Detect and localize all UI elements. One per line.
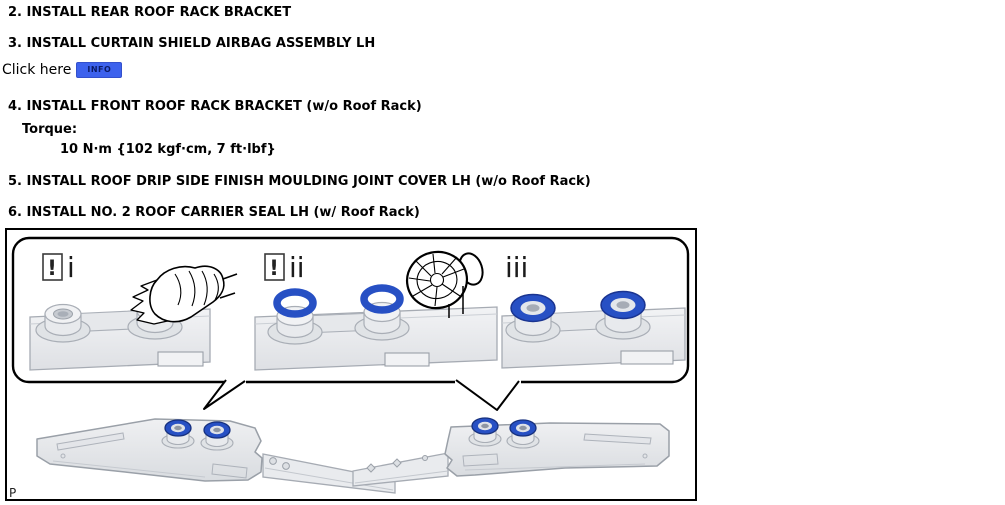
- installed-seal-on-bracket: [506, 419, 540, 449]
- boss-without-seal: [35, 303, 91, 343]
- installed-seal-on-bracket: [468, 417, 502, 447]
- panel-i: ! i: [29, 251, 238, 371]
- info-button[interactable]: INFO: [76, 62, 123, 78]
- info-link-row: Click here INFO: [2, 62, 123, 78]
- boss-with-installed-seal-2: [595, 290, 651, 340]
- hand: [149, 265, 225, 323]
- seal-ring-loose: [273, 288, 317, 318]
- boss-with-loose-seal-2: [354, 284, 410, 341]
- info-link-text[interactable]: Click here: [2, 62, 72, 78]
- torque-heading: Torque:: [22, 122, 78, 137]
- roof-rack-bracket-right: [352, 417, 670, 487]
- panel-i-numeral: i: [67, 251, 75, 284]
- boss-with-installed-seal-1: [505, 293, 561, 343]
- callout-tail-right: [455, 379, 520, 411]
- leader-lines: [448, 286, 464, 318]
- panel-ii-numeral: ii: [289, 251, 305, 284]
- callout-tail-left: [203, 379, 246, 410]
- torque-value: 10 N·m {102 kgf·cm, 7 ft·lbf}: [60, 142, 276, 157]
- panel-iii-numeral: iii: [505, 251, 528, 284]
- roof-rack-bracket-left: [36, 418, 396, 494]
- boss-with-loose-seal-1: [267, 288, 323, 345]
- hand-wiping-cloth-illustration: [130, 265, 238, 325]
- figure-page-marker: P: [9, 486, 16, 500]
- step-6-heading: 6. INSTALL NO. 2 ROOF CARRIER SEAL LH (w…: [8, 205, 420, 220]
- instruction-figure: ! i: [5, 228, 697, 501]
- attention-mark-ii: !: [269, 256, 279, 280]
- step-3-heading: 3. INSTALL CURTAIN SHIELD AIRBAG ASSEMBL…: [8, 36, 376, 51]
- installed-seal-on-bracket: [161, 419, 195, 449]
- installed-seal-on-bracket: [200, 421, 234, 451]
- seal-ring-loose: [360, 284, 404, 314]
- panel-iii: iii: [501, 251, 686, 369]
- step-2-heading: 2. INSTALL REAR ROOF RACK BRACKET: [8, 5, 292, 20]
- attention-mark-i: !: [47, 256, 57, 280]
- attention-box-ii: [264, 253, 285, 281]
- roof-carrier-seal-part-illustration: [405, 250, 484, 318]
- panel-ii: ! ii: [254, 250, 498, 371]
- step-5-heading: 5. INSTALL ROOF DRIP SIDE FINISH MOULDIN…: [8, 174, 591, 189]
- step-4-heading: 4. INSTALL FRONT ROOF RACK BRACKET (w/o …: [8, 99, 422, 114]
- attention-box-i: [42, 253, 63, 281]
